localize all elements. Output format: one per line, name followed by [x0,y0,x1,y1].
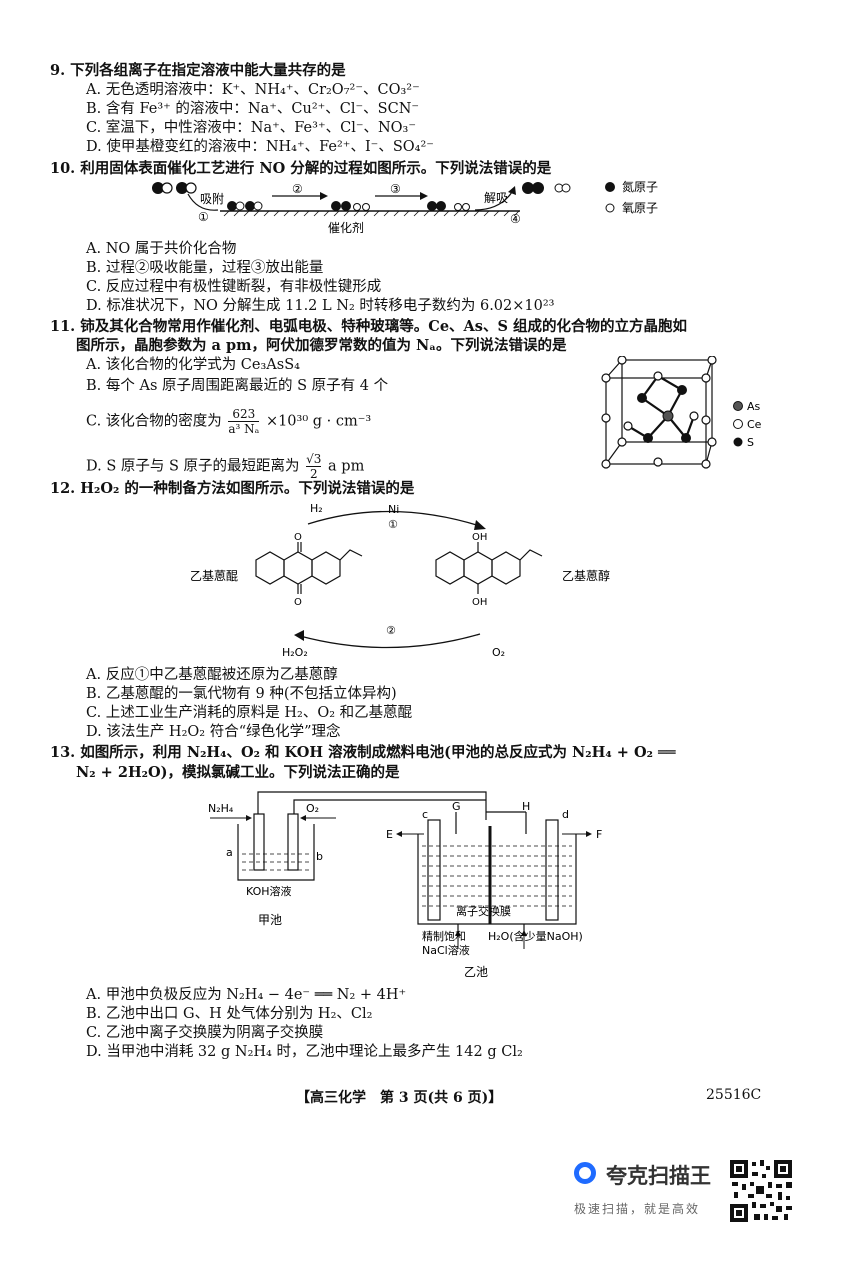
q10-option-d: D. 标准状况下，NO 分解生成 11.2 L N₂ 时转移电子数约为 6.02… [86,298,555,314]
q11-legend-ce: Ce [747,418,762,431]
qr-code-icon [728,1158,794,1224]
q9-stem: 9. 下列各组离子在指定溶液中能大量共存的是 [50,62,346,79]
quark-logo-icon [574,1162,596,1184]
q12-o2-label: O₂ [492,646,505,659]
q12-h2-label: H₂ [310,502,323,515]
q10-option-c: C. 反应过程中有极性键断裂，有非极性键形成 [86,279,382,295]
q10-step3-label: ③ [390,182,401,196]
q9-option-c: C. 室温下，中性溶液中：Na⁺、Fe³⁺、Cl⁻、NO₃⁻ [86,120,417,136]
q13-n2h4-label: N₂H₄ [208,802,234,815]
q12-h2o2-label: H₂O₂ [282,646,308,659]
q13-left-feed-line2: NaCl溶液 [422,943,470,957]
q13-electrolysis-diagram: N₂H₄ O₂ a b KOH溶液 甲池 c d G H E F 离子交换膜 精… [208,791,602,979]
q12-option-c: C. 上述工业生产消耗的原料是 H₂、O₂ 和乙基蒽醌 [86,705,413,721]
q13-koh-label: KOH溶液 [246,884,292,898]
q9-option-d: D. 使甲基橙变红的溶液中：NH₄⁺、Fe²⁺、I⁻、SO₄²⁻ [86,139,434,155]
q13-electrode-a: a [226,846,233,859]
q11-stem-line1: 11. 铈及其化合物常用作催化剂、电弧电极、特种玻璃等。Ce、As、S 组成的化… [50,318,687,335]
q12-right-hydroxyl-top: OH [472,532,487,543]
q11-option-c: C. 该化合物的密度为 623 a³ Nₐ ×10³⁰ g · cm⁻³ [86,407,371,436]
q11-legend-s: S [747,436,754,449]
q10-step2-label: ② [292,182,303,196]
q13-option-c: C. 乙池中离子交换膜为阴离子交换膜 [86,1025,324,1041]
q9-option-b: B. 含有 Fe³⁺ 的溶液中：Na⁺、Cu²⁺、Cl⁻、SCN⁻ [86,101,420,117]
q13-o2-label: O₂ [306,802,319,815]
q13-left-feed-line1: 精制饱和 [422,929,466,943]
q10-stem: 10. 利用固体表面催化工艺进行 NO 分解的过程如图所示。下列说法错误的是 [50,160,552,177]
page-footer-label: 【高三化学 第 3 页(共 6 页)】 [296,1090,503,1106]
q11-option-a: A. 该化合物的化学式为 Ce₃AsS₄ [86,357,300,373]
q11-d-unit: a pm [328,458,365,475]
q13-electrode-c: c [422,808,428,821]
q11-c-denominator: a³ Nₐ [228,422,260,436]
q12-ni-label: Ni [388,503,399,516]
q13-stem-line2: N₂ + 2H₂O)，模拟氯碱工业。下列说法正确的是 [76,764,400,781]
q11-c-unit: ×10³⁰ g · cm⁻³ [265,413,372,430]
q10-step1-label: ① [198,210,209,224]
scanner-watermark: 夸克扫描王 极速扫描，就是高效 [574,1158,794,1258]
q13-electrode-b: b [316,850,323,863]
q11-unit-cell-diagram: As Ce S [601,356,762,469]
q11-option-d: D. S 原子与 S 原子的最短距离为 √3 2 a pm [86,452,364,481]
q12-left-compound-name: 乙基蒽醌 [190,569,238,583]
scanner-slogan: 极速扫描，就是高效 [574,1202,701,1216]
q13-option-b: B. 乙池中出口 G、H 处气体分别为 H₂、Cl₂ [86,1006,373,1022]
q11-option-b: B. 每个 As 原子周围距离最近的 S 原子有 4 个 [86,378,389,394]
q10-catalyst-label: 催化剂 [328,220,364,235]
q9-option-a: A. 无色透明溶液中：K⁺、NH₄⁺、Cr₂O₇²⁻、CO₃²⁻ [86,82,420,98]
q13-option-d: D. 当甲池中消耗 32 g N₂H₄ 时，乙池中理论上最多产生 142 g C… [86,1044,523,1060]
q13-jia-label: 甲池 [258,913,282,927]
q12-left-oxygen-bottom: O [294,597,302,608]
q13-electrode-d: d [562,808,569,821]
q10-option-a: A. NO 属于共价化合物 [86,241,237,257]
q13-membrane-label: 离子交换膜 [456,904,511,918]
q13-right-feed: H₂O(含少量NaOH) [488,929,583,943]
q13-outlet-e: E [386,828,393,841]
q13-outlet-f: F [596,828,602,841]
q11-option-d-text: D. S 原子与 S 原子的最短距离为 [86,458,300,475]
q11-d-denominator: 2 [309,467,318,481]
q12-reaction-cycle-diagram: H₂ Ni ① ② H₂O₂ O₂ 乙基蒽醌 乙基蒽醇 O O OH OH [190,502,610,659]
q10-catalysis-diagram: 吸附 ① ② ③ 解吸 ④ 催化剂 氮原子 氧原子 [152,179,658,235]
q10-desorb-label: 解吸 [484,191,508,205]
scanner-brand-name: 夸克扫描王 [606,1164,711,1188]
q12-left-oxygen-top: O [294,532,302,543]
q12-right-compound-name: 乙基蒽醇 [562,568,610,583]
q12-right-hydroxyl-bottom: OH [472,597,487,608]
q11-legend-as: As [747,400,761,413]
q10-option-b: B. 过程②吸收能量，过程③放出能量 [86,260,324,276]
q10-legend-nitrogen: 氮原子 [622,179,658,194]
q11-c-numerator: 623 [228,407,260,422]
q10-legend-oxygen: 氧原子 [622,201,658,215]
q12-option-a: A. 反应①中乙基蒽醌被还原为乙基蒽醇 [86,667,338,683]
q10-step4-label: ④ [510,212,521,226]
q13-yi-label: 乙池 [464,965,488,979]
q12-option-d: D. 该法生产 H₂O₂ 符合“绿色化学”理念 [86,724,341,740]
q13-outlet-g: G [452,800,461,813]
q12-stem: 12. H₂O₂ 的一种制备方法如图所示。下列说法错误的是 [50,480,415,497]
exam-code: 25516C [706,1087,762,1103]
q10-adsorb-label: 吸附 [200,192,224,206]
q13-option-a: A. 甲池中负极反应为 N₂H₄ − 4e⁻ ══ N₂ + 4H⁺ [86,987,407,1003]
q11-d-numerator: √3 [306,452,322,467]
q11-option-c-text: C. 该化合物的密度为 [86,413,222,430]
q13-stem-line1: 13. 如图所示，利用 N₂H₄、O₂ 和 KOH 溶液制成燃料电池(甲池的总反… [50,744,676,761]
q12-step2-label: ② [386,624,396,637]
q13-outlet-h: H [522,800,530,813]
q11-stem-line2: 图所示，晶胞参数为 a pm，阿伏加德罗常数的值为 Nₐ。下列说法错误的是 [76,337,567,354]
q12-option-b: B. 乙基蒽醌的一氯代物有 9 种(不包括立体异构) [86,686,397,702]
q12-step1-label: ① [388,518,398,531]
